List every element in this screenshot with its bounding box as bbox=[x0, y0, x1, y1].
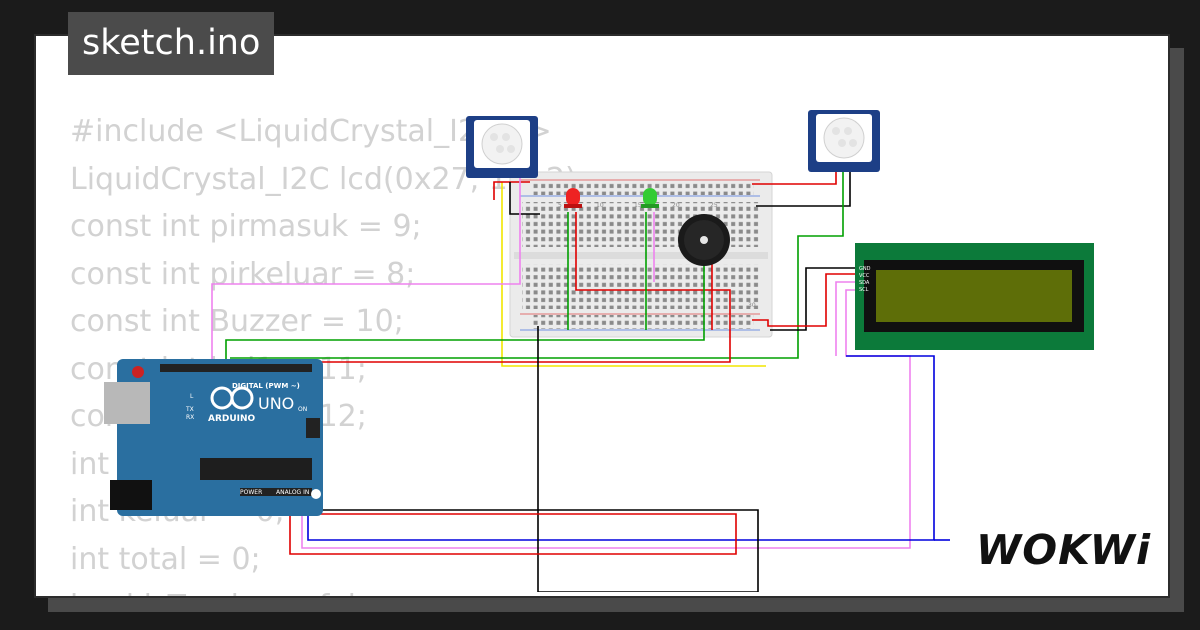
wokwi-logo: WOKWi bbox=[976, 526, 1152, 574]
bb-col-label: 10 bbox=[596, 202, 604, 209]
sketch-filename-tab[interactable]: sketch.ino bbox=[68, 12, 275, 75]
led-red[interactable] bbox=[564, 188, 582, 208]
bb-col-label: 30 bbox=[748, 302, 756, 309]
code-line: const int pirmasuk = 9; bbox=[70, 209, 422, 244]
arduino-header-label: DIGITAL (PWM ~) bbox=[232, 382, 300, 390]
code-line: int total = 0; bbox=[70, 541, 261, 577]
arduino-uno-board[interactable]: DIGITAL (PWM ~) UNO ARDUINO ON L TX RX P… bbox=[104, 359, 323, 516]
code-line: const int Buzzer = 10; bbox=[70, 304, 404, 339]
pir-sensor-exit[interactable] bbox=[808, 110, 880, 172]
arduino-l-label: L bbox=[190, 393, 194, 400]
code-line: int bbox=[70, 446, 110, 482]
bb-col-label: 25 bbox=[710, 202, 718, 209]
arduino-rx-label: RX bbox=[186, 414, 194, 421]
bb-col-label: 5 bbox=[558, 202, 562, 209]
lcd-pin-label: GND bbox=[859, 266, 871, 272]
code-line: const int pirkeluar = 8; bbox=[70, 256, 416, 292]
lcd-pin-label: SDA bbox=[859, 280, 870, 286]
code-line: bool isTerpicu = false; bbox=[70, 583, 587, 596]
lcd-pin-label: VCC bbox=[859, 273, 870, 279]
bb-col-label: 15 bbox=[634, 202, 642, 209]
arduino-power-label: POWER bbox=[240, 489, 262, 496]
arduino-brand-label: ARDUINO bbox=[208, 414, 256, 424]
pir-sensor-entry[interactable] bbox=[466, 116, 538, 178]
arduino-on-label: ON bbox=[298, 406, 307, 413]
led-green[interactable] bbox=[641, 188, 659, 208]
arduino-analog-label: ANALOG IN bbox=[276, 489, 309, 496]
lcd-pin-label: SCL bbox=[859, 287, 869, 293]
arduino-model-label: UNO bbox=[258, 394, 294, 413]
breadboard[interactable]: 5 10 15 20 25 30 bbox=[509, 171, 773, 338]
bb-col-label: 20 bbox=[672, 202, 680, 209]
buzzer[interactable] bbox=[678, 214, 730, 266]
arduino-tx-label: TX bbox=[185, 406, 194, 413]
lcd-display[interactable]: GND VCC SDA SCL bbox=[855, 243, 1094, 350]
wires bbox=[211, 170, 950, 592]
